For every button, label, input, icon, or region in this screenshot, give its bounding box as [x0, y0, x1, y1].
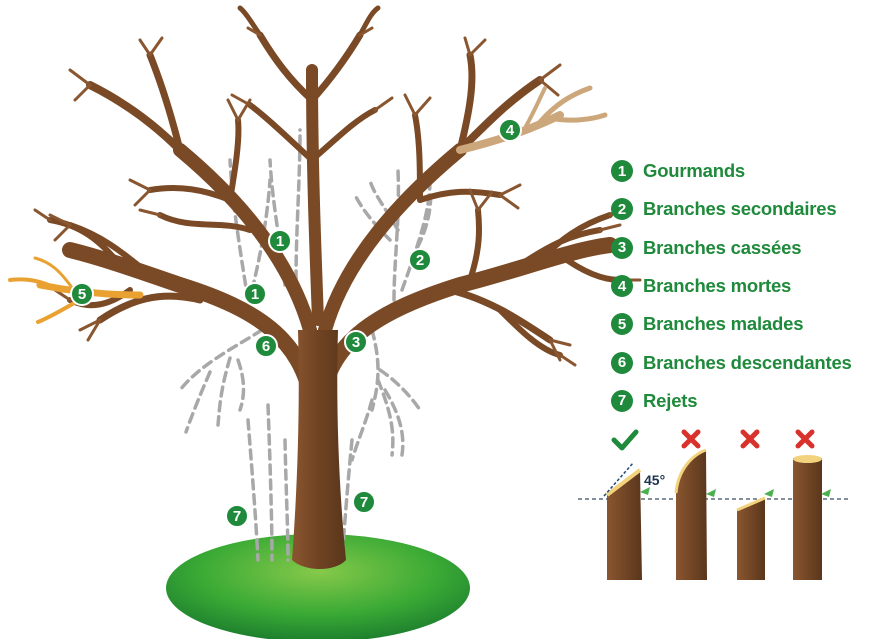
check-icon [611, 429, 639, 451]
legend-label: Branches mortes [643, 275, 792, 297]
legend-label: Branches secondaires [643, 198, 837, 220]
tree-branches [47, 5, 623, 408]
legend-number: 5 [611, 313, 633, 336]
marker-gourmands: 1 [268, 229, 292, 253]
legend-item: 2 Branches secondaires [611, 190, 852, 228]
grass-mound [166, 534, 470, 639]
marker-branches-malades: 5 [70, 282, 94, 306]
legend-number: 1 [611, 160, 633, 183]
cross-icon [681, 429, 701, 449]
marker-rejets: 7 [225, 504, 249, 528]
legend-number: 3 [611, 236, 633, 259]
legend-number: 6 [611, 351, 633, 374]
cut-stub-wrong-1 [674, 448, 716, 580]
legend-item: 3 Branches cassées [611, 229, 852, 267]
dead-branch [456, 85, 608, 154]
legend-item: 7 Rejets [611, 382, 852, 420]
cut-stub-wrong-2 [736, 489, 774, 580]
tree-twigs [33, 26, 642, 367]
marker-gourmands: 1 [243, 282, 267, 306]
marker-branches-secondaires: 2 [408, 248, 432, 272]
marker-branches-cassees: 3 [344, 330, 368, 354]
legend-item: 4 Branches mortes [611, 267, 852, 305]
cross-icon [795, 429, 815, 449]
legend-number: 7 [611, 389, 633, 412]
legend-label: Branches malades [643, 313, 804, 335]
cut-stub-wrong-3 [793, 455, 831, 580]
cross-icon [740, 429, 760, 449]
legend-label: Rejets [643, 389, 698, 411]
legend-number: 4 [611, 275, 633, 298]
marker-branches-descendantes: 6 [254, 334, 278, 358]
legend-item: 6 Branches descendantes [611, 343, 852, 381]
angle-label: 45° [644, 472, 665, 488]
marker-branches-mortes: 4 [498, 118, 522, 142]
marker-rejets: 7 [352, 490, 376, 514]
legend-label: Branches cassées [643, 236, 802, 258]
legend-label: Branches descendantes [643, 351, 852, 373]
legend-item: 5 Branches malades [611, 305, 852, 343]
legend-item: 1 Gourmands [611, 152, 852, 190]
legend-number: 2 [611, 198, 633, 221]
tree-trunk [292, 330, 346, 569]
cut-stub-correct [603, 462, 650, 580]
legend-label: Gourmands [643, 160, 746, 182]
